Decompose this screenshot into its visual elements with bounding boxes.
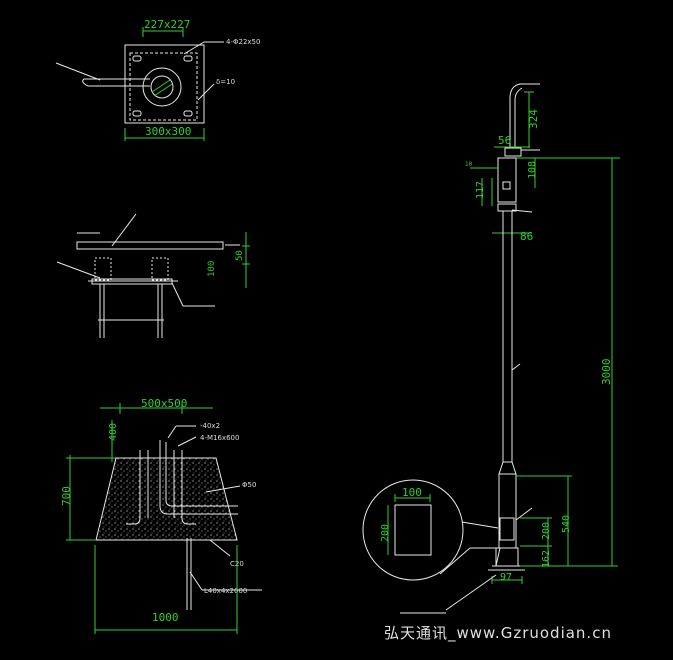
pole-dim-86: 86 [520, 230, 533, 243]
pole-dim-324: 324 [527, 109, 540, 129]
foundation-note-conduit: Φ50 [242, 481, 256, 489]
pole-elevation: 324 56 108 10 117 86 [465, 83, 620, 584]
base-plate-plan: 227x227 4-Φ22x50 δ=10 300x300 [55, 18, 260, 141]
section-dim-50: 50 [235, 250, 245, 261]
section-dim-100: 100 [207, 261, 217, 277]
section-detail: 50 100 [56, 213, 250, 338]
hatch-mark [151, 79, 173, 97]
door-detail-dim-200: 200 [380, 524, 391, 542]
foundation-dim-1000: 1000 [152, 611, 179, 624]
foundation-note-steel: -40x2 [200, 422, 220, 430]
pole-dim-3000: 3000 [600, 359, 613, 386]
base-side-note: δ=10 [216, 78, 235, 86]
pole-dim-540: 540 [561, 515, 572, 533]
pole-dim-200: 200 [541, 522, 552, 540]
base-bolt-note: 4-Φ22x50 [226, 38, 260, 46]
foundation-dim-400: 400 [108, 423, 119, 441]
base-dim-bottom: 300x300 [145, 125, 191, 138]
pole-dim-162: 162 [541, 550, 552, 568]
pole-dim-56: 56 [498, 134, 511, 147]
foundation-note-bolts: 4-M16x600 [200, 434, 239, 442]
door-detail: 100 200 [362, 479, 501, 614]
foundation-detail: 500x500 400 700 -40x2 [60, 397, 262, 634]
pole-dim-10: 10 [465, 161, 473, 168]
foundation-dim-700: 700 [60, 486, 73, 506]
door-detail-dim-100: 100 [402, 486, 422, 499]
foundation-note-ground: L40x4x2000 [204, 587, 247, 595]
watermark: 弘天通讯_www.Gzruodian.cn [384, 624, 612, 642]
foundation-dim-top: 500x500 [141, 397, 187, 410]
pole-dim-117: 117 [475, 181, 486, 199]
base-dim-top: 227x227 [144, 18, 190, 31]
pole-dim-97: 97 [500, 572, 512, 583]
pole-dim-108: 108 [527, 161, 538, 179]
